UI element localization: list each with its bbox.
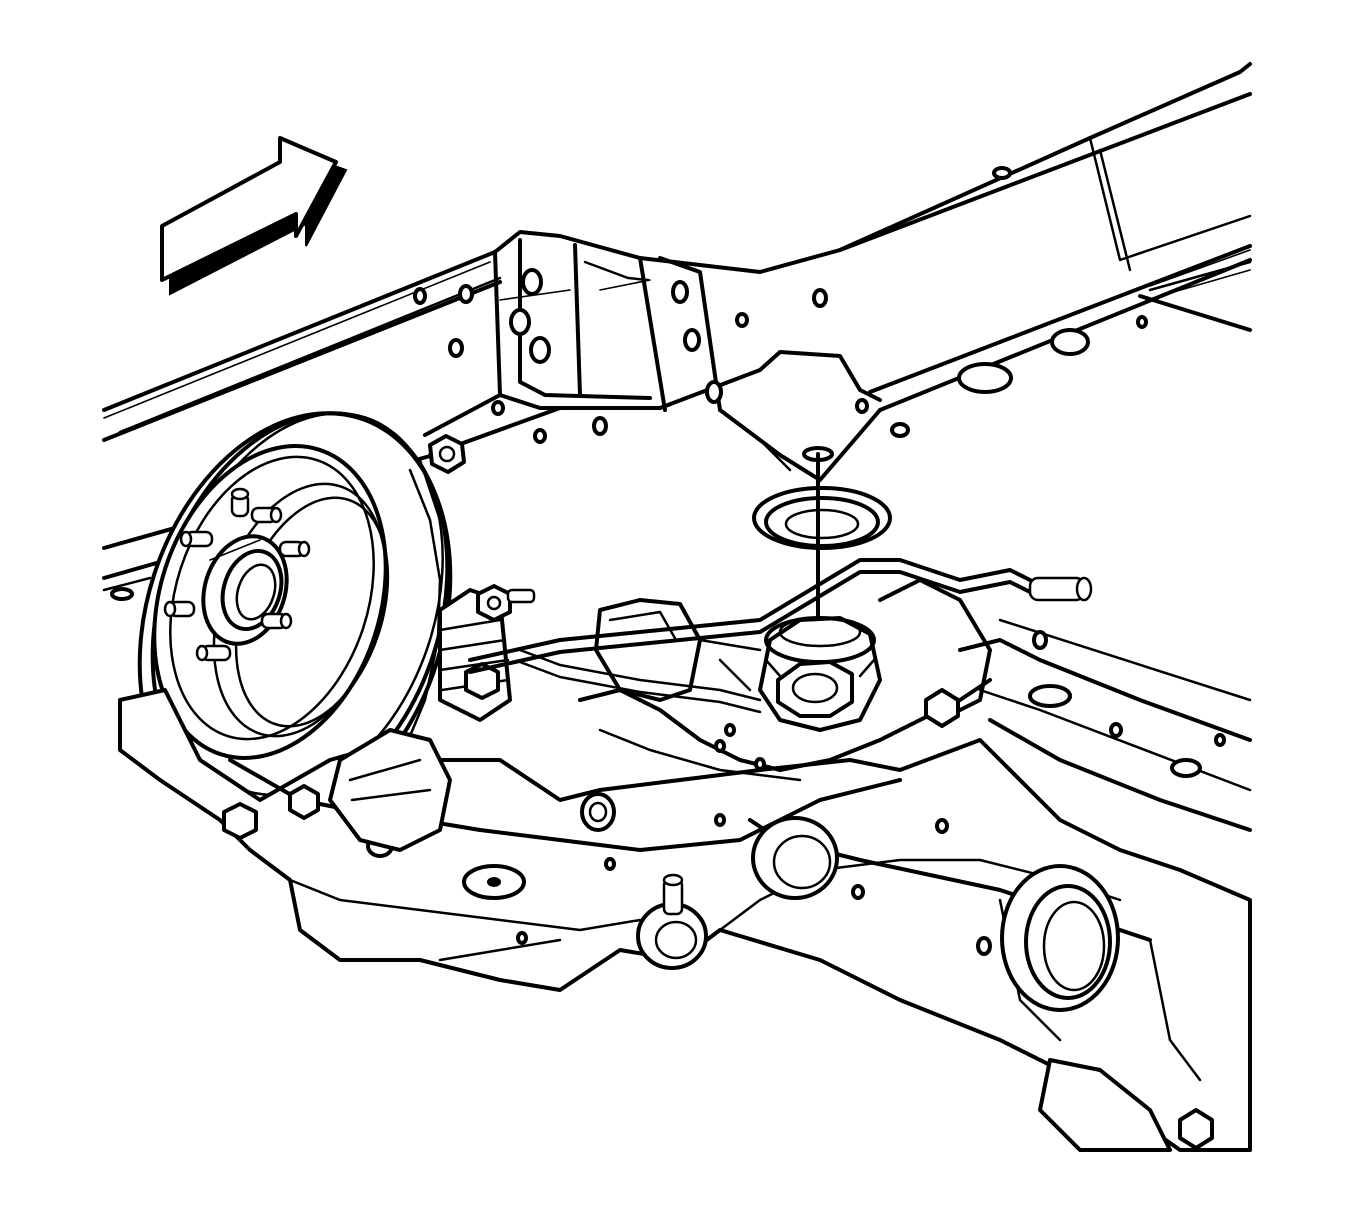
spring-insulator: [752, 446, 892, 550]
wheel-stud: [179, 530, 214, 548]
wheel-stud: [250, 506, 283, 524]
knuckle-bolt: [428, 434, 466, 474]
lower-spring-seat: [758, 616, 882, 732]
wheel-stud: [195, 644, 232, 662]
forward-arrow-icon: [160, 136, 348, 296]
wheel-stud: [230, 487, 250, 518]
wheel-studs: [163, 487, 311, 662]
subframe-bushing: [636, 873, 708, 970]
knuckle: [222, 728, 452, 852]
wheel-stud: [260, 612, 293, 630]
frame-rail-upper: [102, 62, 1252, 442]
wheel-stud: [278, 540, 311, 558]
detail-lines: [103, 249, 1251, 561]
wheel-stud: [163, 600, 196, 618]
brake-lines: [468, 558, 1093, 714]
frame-bracket: [413, 166, 1148, 482]
suspension-linkage: [578, 578, 992, 782]
stabilizer-link: [438, 584, 536, 722]
rear-bolt: [1038, 1058, 1214, 1152]
